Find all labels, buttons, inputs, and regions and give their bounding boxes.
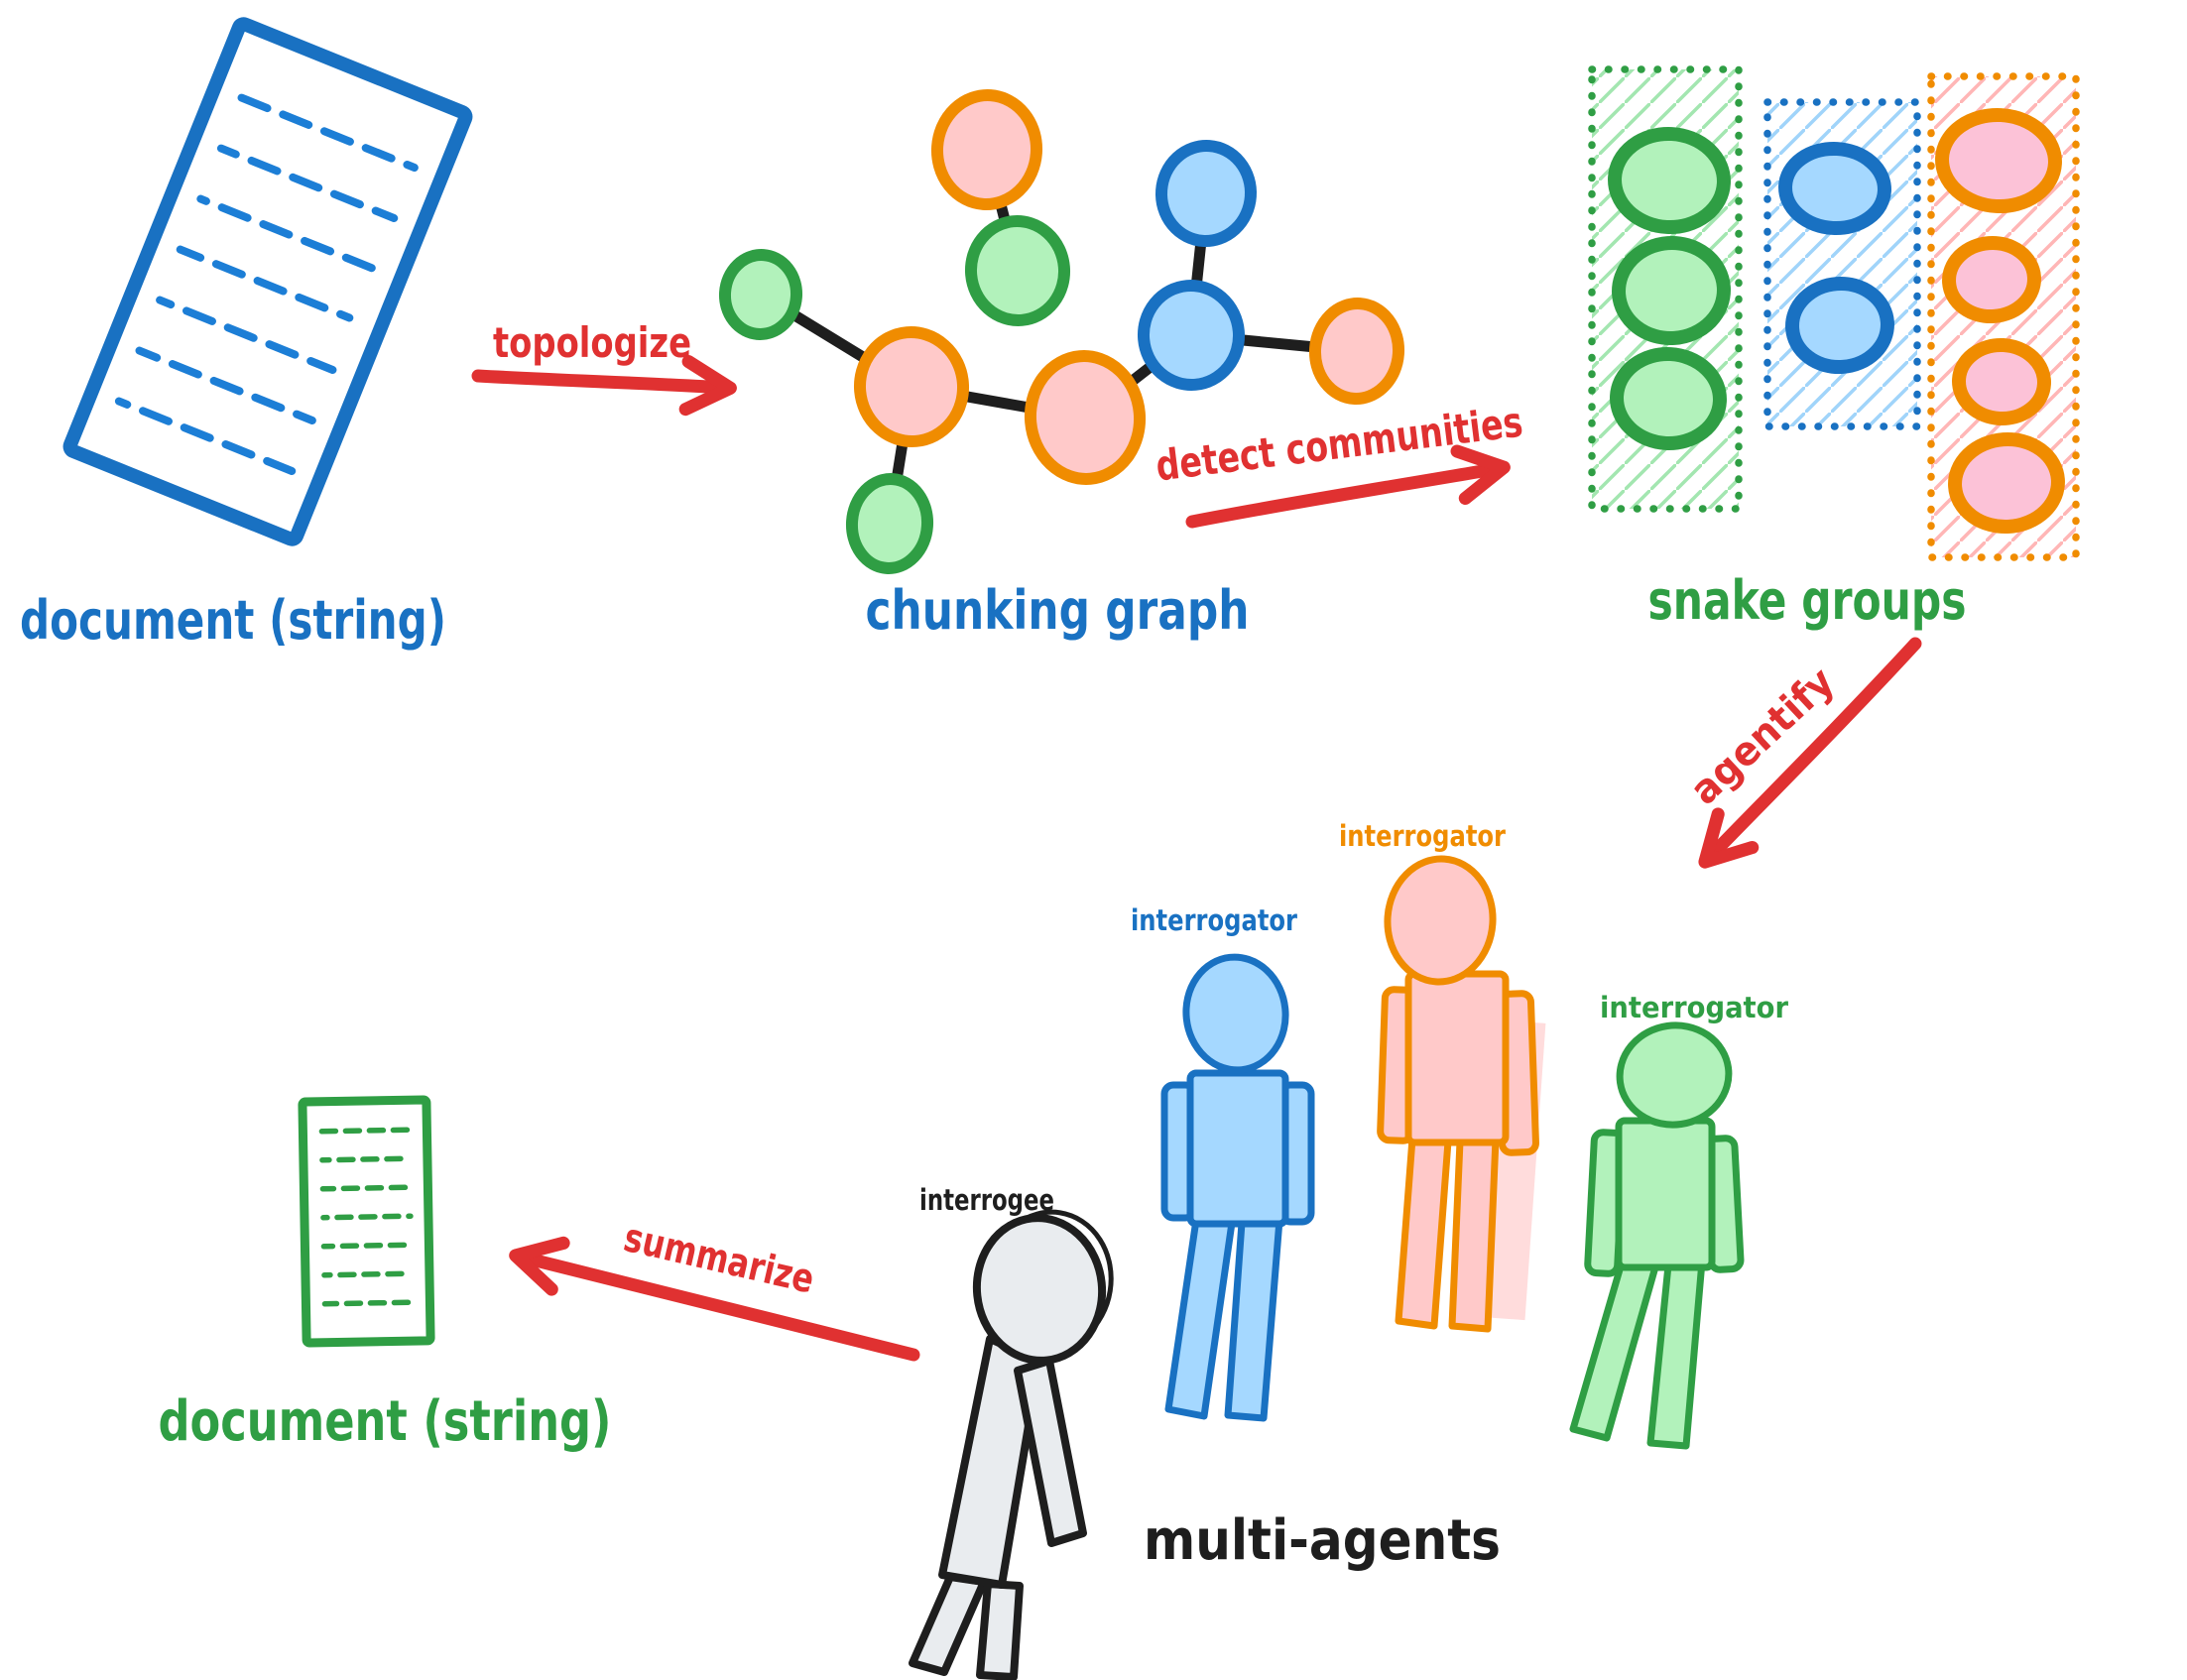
figure-head — [1182, 953, 1289, 1074]
figure-torso — [1186, 1069, 1289, 1228]
output-document-outline — [298, 1095, 435, 1348]
snake-oval-green — [1610, 346, 1727, 451]
input-document — [62, 17, 473, 546]
snake-oval-green — [1608, 126, 1731, 235]
figure-leg — [1395, 1135, 1452, 1330]
topologize-arrow — [471, 355, 737, 417]
figure-leg — [1448, 1135, 1500, 1333]
snake-group-green — [1588, 65, 1743, 513]
document-text-line — [320, 1242, 415, 1250]
figure-leg — [1569, 1256, 1660, 1442]
graph-node-pink — [1024, 350, 1147, 485]
snake-group-border — [1927, 72, 2080, 561]
document-text-line — [156, 296, 337, 374]
document-text-line — [135, 346, 316, 424]
snake-oval-blue — [1778, 141, 1891, 236]
snake-groups-layer — [1588, 65, 2080, 561]
summarize-arrow — [509, 1236, 920, 1362]
figure-torso — [1404, 970, 1510, 1146]
label-input-document: document (string) — [20, 589, 446, 652]
snake-group-border — [1763, 98, 1921, 430]
label-output-document: document (string) — [159, 1389, 612, 1454]
label-interrogee: interrogee — [919, 1183, 1054, 1217]
output-document — [298, 1095, 435, 1348]
figure-head — [972, 1214, 1107, 1365]
graph-node-green — [845, 473, 934, 574]
figure-leg — [909, 1573, 988, 1676]
graph-node-blue — [1137, 280, 1246, 391]
document-text-line — [196, 194, 378, 273]
interrogator-figure-blue — [1160, 953, 1315, 1422]
figure-leg — [976, 1580, 1024, 1680]
graph-node-pink — [1308, 298, 1405, 405]
snake-oval-orange — [1935, 107, 2062, 214]
label-snake-groups: snake groups — [1648, 569, 1967, 632]
graph-node-pink — [853, 326, 970, 447]
snake-oval-blue — [1785, 276, 1894, 375]
document-text-line — [319, 1155, 413, 1163]
snake-oval-orange — [1942, 235, 2041, 324]
interrogee-figure — [909, 1209, 1114, 1680]
figure-head — [1616, 1021, 1733, 1129]
label-multi-agents: multi-agents — [1144, 1508, 1501, 1573]
label-interrogator-orange: interrogator — [1339, 819, 1507, 853]
interrogator-figure-orange — [1377, 855, 1546, 1333]
graph-node-pink — [930, 89, 1043, 210]
snake-group-border — [1588, 65, 1743, 513]
snake-oval-green — [1612, 235, 1731, 346]
figure-torso — [1615, 1117, 1716, 1271]
document-text-line — [216, 144, 399, 223]
agentify-arrow — [1698, 637, 1922, 869]
figure-leg — [1224, 1216, 1283, 1422]
detect-communities-arrow — [1185, 444, 1511, 529]
label-interrogator-green: interrogator — [1600, 991, 1789, 1024]
graph-node-green — [964, 215, 1071, 326]
snake-oval-orange — [1952, 337, 2051, 426]
label-chunking-graph: chunking graph — [866, 579, 1250, 642]
figure-head — [1384, 855, 1497, 986]
document-text-line — [319, 1184, 410, 1192]
snake-oval-orange — [1948, 431, 2065, 535]
document-text-line — [321, 1270, 413, 1278]
graph-node-blue — [1154, 140, 1258, 247]
graph-node-green — [718, 249, 803, 340]
document-text-line — [318, 1127, 413, 1135]
label-topologize: topologize — [493, 318, 691, 367]
snake-group-orange — [1927, 72, 2080, 561]
document-text-line — [237, 93, 419, 173]
snake-group-blue — [1763, 98, 1921, 430]
figure-leg — [1646, 1258, 1706, 1450]
label-interrogator-blue: interrogator — [1131, 903, 1298, 937]
document-text-line — [176, 245, 354, 322]
document-text-line — [321, 1299, 416, 1307]
document-text-line — [320, 1213, 414, 1221]
interrogator-figure-green — [1569, 1021, 1745, 1450]
document-text-line — [114, 397, 297, 475]
graph-nodes — [718, 89, 1405, 574]
figure-leg — [1164, 1216, 1236, 1420]
